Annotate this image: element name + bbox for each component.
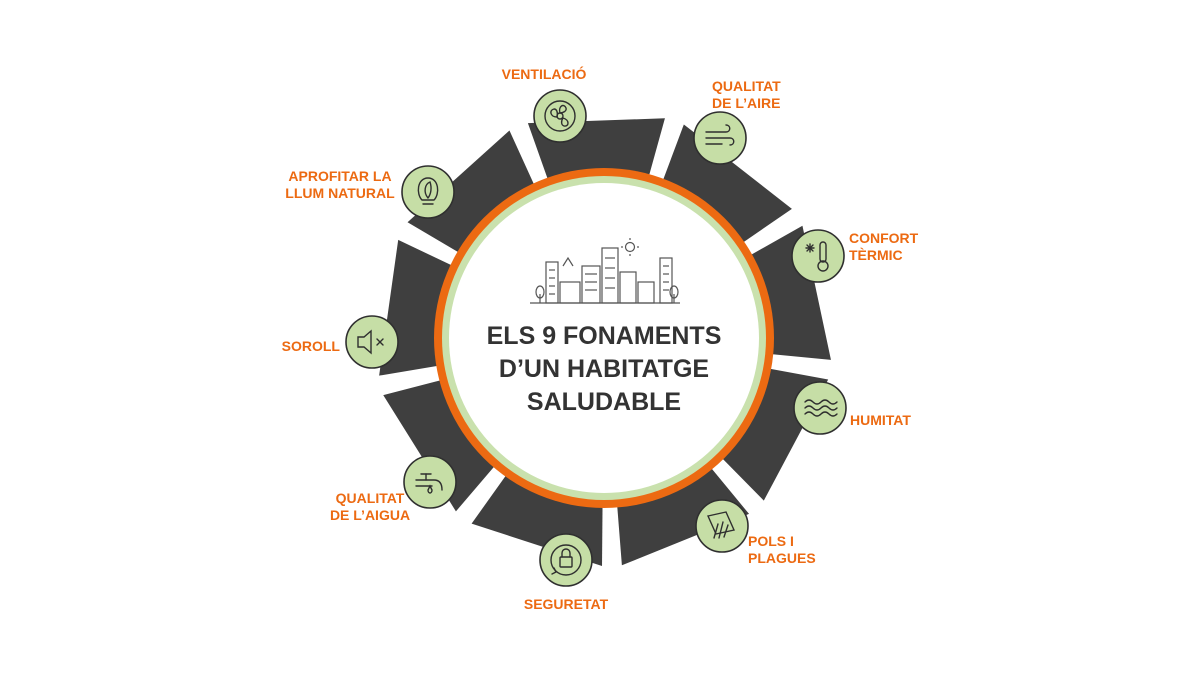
water-tap-icon — [403, 455, 457, 509]
label-pols-plagues: POLS I PLAGUES — [748, 533, 816, 566]
segment-llum-natural — [407, 130, 535, 253]
segment-pols-plagues — [617, 467, 750, 566]
thermometer-snowflake-icon — [791, 229, 845, 283]
label-seguretat: SEGURETAT — [523, 596, 609, 612]
center-disc — [449, 183, 759, 493]
lock-icon — [539, 533, 593, 587]
wind-icon — [693, 111, 747, 165]
center-title: ELS 9 FONAMENTS D’UN HABITATGE SALUDABLE — [454, 320, 754, 419]
city-skyline-icon — [530, 238, 680, 304]
label-ventilacio: VENTILACIÓ — [501, 66, 587, 82]
label-confort-termic: CONFORT TÈRMIC — [849, 230, 919, 263]
icon-badges — [345, 89, 847, 587]
title-line-3: SALUDABLE — [526, 388, 682, 416]
label-soroll: SOROLL — [281, 338, 340, 354]
title-line-1: ELS 9 FONAMENTS — [486, 322, 722, 350]
humidity-waves-icon — [793, 381, 847, 435]
fan-icon — [533, 89, 587, 143]
label-llum-natural: APROFITAR LA LLUM NATURAL — [285, 168, 395, 201]
speaker-mute-icon — [345, 315, 399, 369]
lightbulb-leaf-icon — [401, 165, 455, 219]
segment-qualitat-aire — [662, 124, 792, 243]
cleaning-hand-icon — [695, 499, 749, 553]
label-humitat: HUMITAT — [850, 412, 911, 428]
segment-qualitat-aigua — [383, 380, 495, 512]
label-qualitat-aire: QUALITAT DE L’AIRE — [712, 78, 781, 111]
title-line-2: D’UN HABITATGE — [498, 355, 710, 383]
label-qualitat-aigua: QUALITAT DE L’AIGUA — [329, 490, 411, 523]
